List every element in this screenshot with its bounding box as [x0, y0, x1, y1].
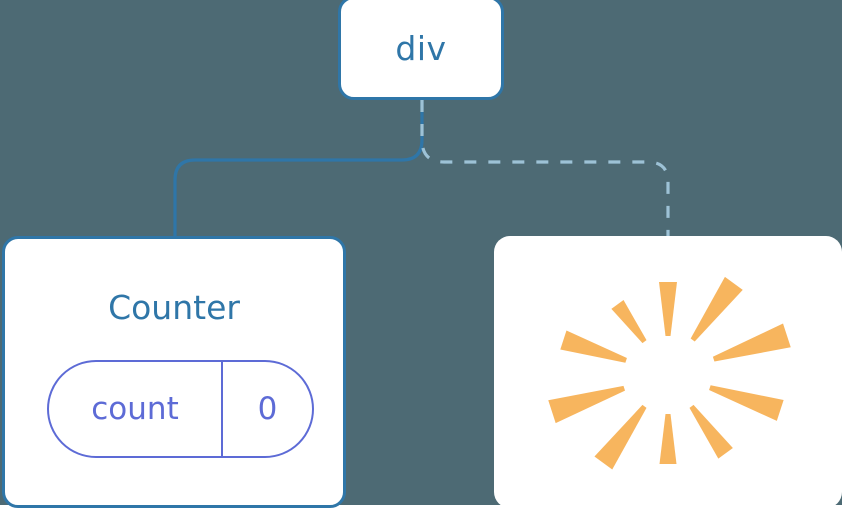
burst-ray-7: [548, 385, 626, 424]
burst-ray-3: [709, 385, 784, 421]
state-pill[interactable]: count 0: [47, 360, 314, 458]
burst-ray-4: [689, 404, 733, 459]
state-key: count: [49, 362, 223, 456]
burst-ray-8: [560, 330, 627, 363]
burst-ray-5: [659, 414, 677, 464]
node-burst[interactable]: [494, 236, 842, 508]
burst-ray-1: [690, 276, 743, 342]
state-value: 0: [257, 391, 278, 427]
connector-root-to-burst: [420, 100, 670, 240]
sparkle-burst-icon: [548, 276, 791, 470]
connector-root-to-counter: [173, 98, 424, 242]
node-div[interactable]: div: [338, 0, 504, 100]
node-counter-label: Counter: [108, 288, 240, 327]
burst-ray-0: [659, 282, 677, 336]
burst-ray-2: [712, 323, 791, 362]
node-div-label: div: [395, 28, 447, 68]
node-counter[interactable]: Counter count 0: [2, 236, 346, 508]
burst-ray-9: [611, 300, 647, 344]
burst-ray-6: [594, 404, 647, 470]
